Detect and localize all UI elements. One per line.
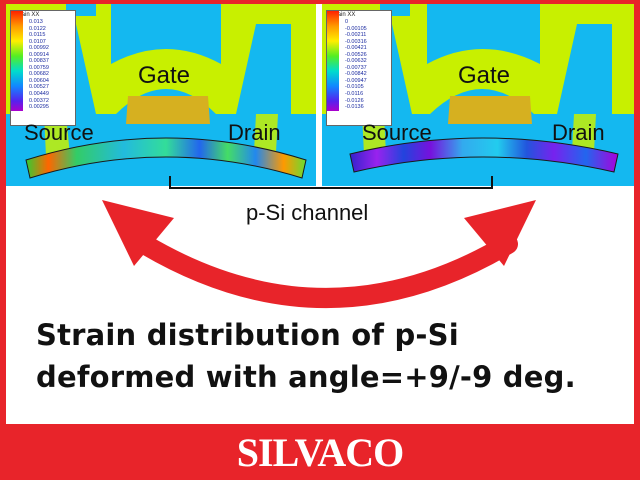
- legend-title: Strain XX: [14, 12, 40, 18]
- legend-value: -0.00105: [345, 25, 367, 32]
- legend-value: 0.0107: [29, 38, 46, 45]
- legend-value: -0.0116: [345, 91, 364, 98]
- drain-label: Drain: [228, 120, 281, 145]
- legend-color-bar: [11, 11, 23, 111]
- simulation-panel-right: Strain XX: [322, 4, 634, 186]
- arrow-head-right: [464, 200, 536, 266]
- curved-double-arrow: [134, 234, 518, 308]
- legend-value: 0.00295: [29, 104, 49, 111]
- legend-value: 0.00527: [29, 84, 49, 91]
- channel-label: p-Si channel: [246, 200, 369, 225]
- legend-value: 0.00992: [29, 45, 49, 52]
- simulation-panel-left: Strain XX: [6, 4, 316, 186]
- device-cross-section-right: [322, 4, 634, 186]
- legend-value: -0.0105: [345, 84, 364, 91]
- legend-value: 0.0122: [29, 25, 46, 32]
- legend-value: -0.00632: [345, 58, 367, 65]
- legend-value: 0.00759: [29, 64, 49, 71]
- legend-value: -0.00947: [345, 77, 367, 84]
- legend-value: -0.0126: [345, 97, 364, 104]
- legend-value: -0.00842: [345, 71, 367, 78]
- strain-legend-left: Strain XX: [10, 10, 76, 126]
- legend-values-right: 0-0.00105-0.00211-0.00316-0.00421-0.0052…: [345, 19, 389, 111]
- legend-value: 0.013: [29, 19, 43, 25]
- caption-line-2: deformed with angle=+9/-9 deg.: [36, 360, 576, 394]
- source-label: Source: [362, 120, 432, 145]
- legend-value: 0.00837: [29, 58, 49, 65]
- legend-value: 0.00682: [29, 71, 49, 78]
- legend-value: -0.00526: [345, 51, 367, 58]
- source-label: Source: [24, 120, 94, 145]
- legend-value: 0: [345, 19, 349, 25]
- drain-label: Drain: [552, 120, 605, 145]
- legend-value: 0.00449: [29, 91, 49, 98]
- legend-color-bar: [327, 11, 339, 111]
- legend-value: -0.00316: [345, 38, 367, 45]
- legend-value: 0.00914: [29, 51, 49, 58]
- content-frame: Strain XX: [6, 4, 634, 424]
- legend-value: -0.00737: [345, 64, 367, 71]
- legend-value: 0.00604: [29, 77, 49, 84]
- strain-legend-right: Strain XX: [326, 10, 392, 126]
- legend-value: 0.00372: [29, 97, 49, 104]
- legend-value: -0.0136: [345, 104, 364, 111]
- channel-bracket-and-arrow: [102, 176, 536, 308]
- caption-line-1: Strain distribution of p-Si: [36, 318, 459, 352]
- silvaco-logo: SILVACO: [236, 430, 404, 475]
- channel-bracket: [169, 176, 493, 189]
- gate-label: Gate: [458, 62, 511, 89]
- legend-title: Strain XX: [330, 12, 356, 18]
- gate-label: Gate: [138, 62, 191, 89]
- legend-value: -0.00421: [345, 45, 367, 52]
- legend-value: 0.0115: [29, 32, 46, 39]
- legend-value: -0.00211: [345, 32, 367, 39]
- arrow-head-left: [102, 200, 174, 266]
